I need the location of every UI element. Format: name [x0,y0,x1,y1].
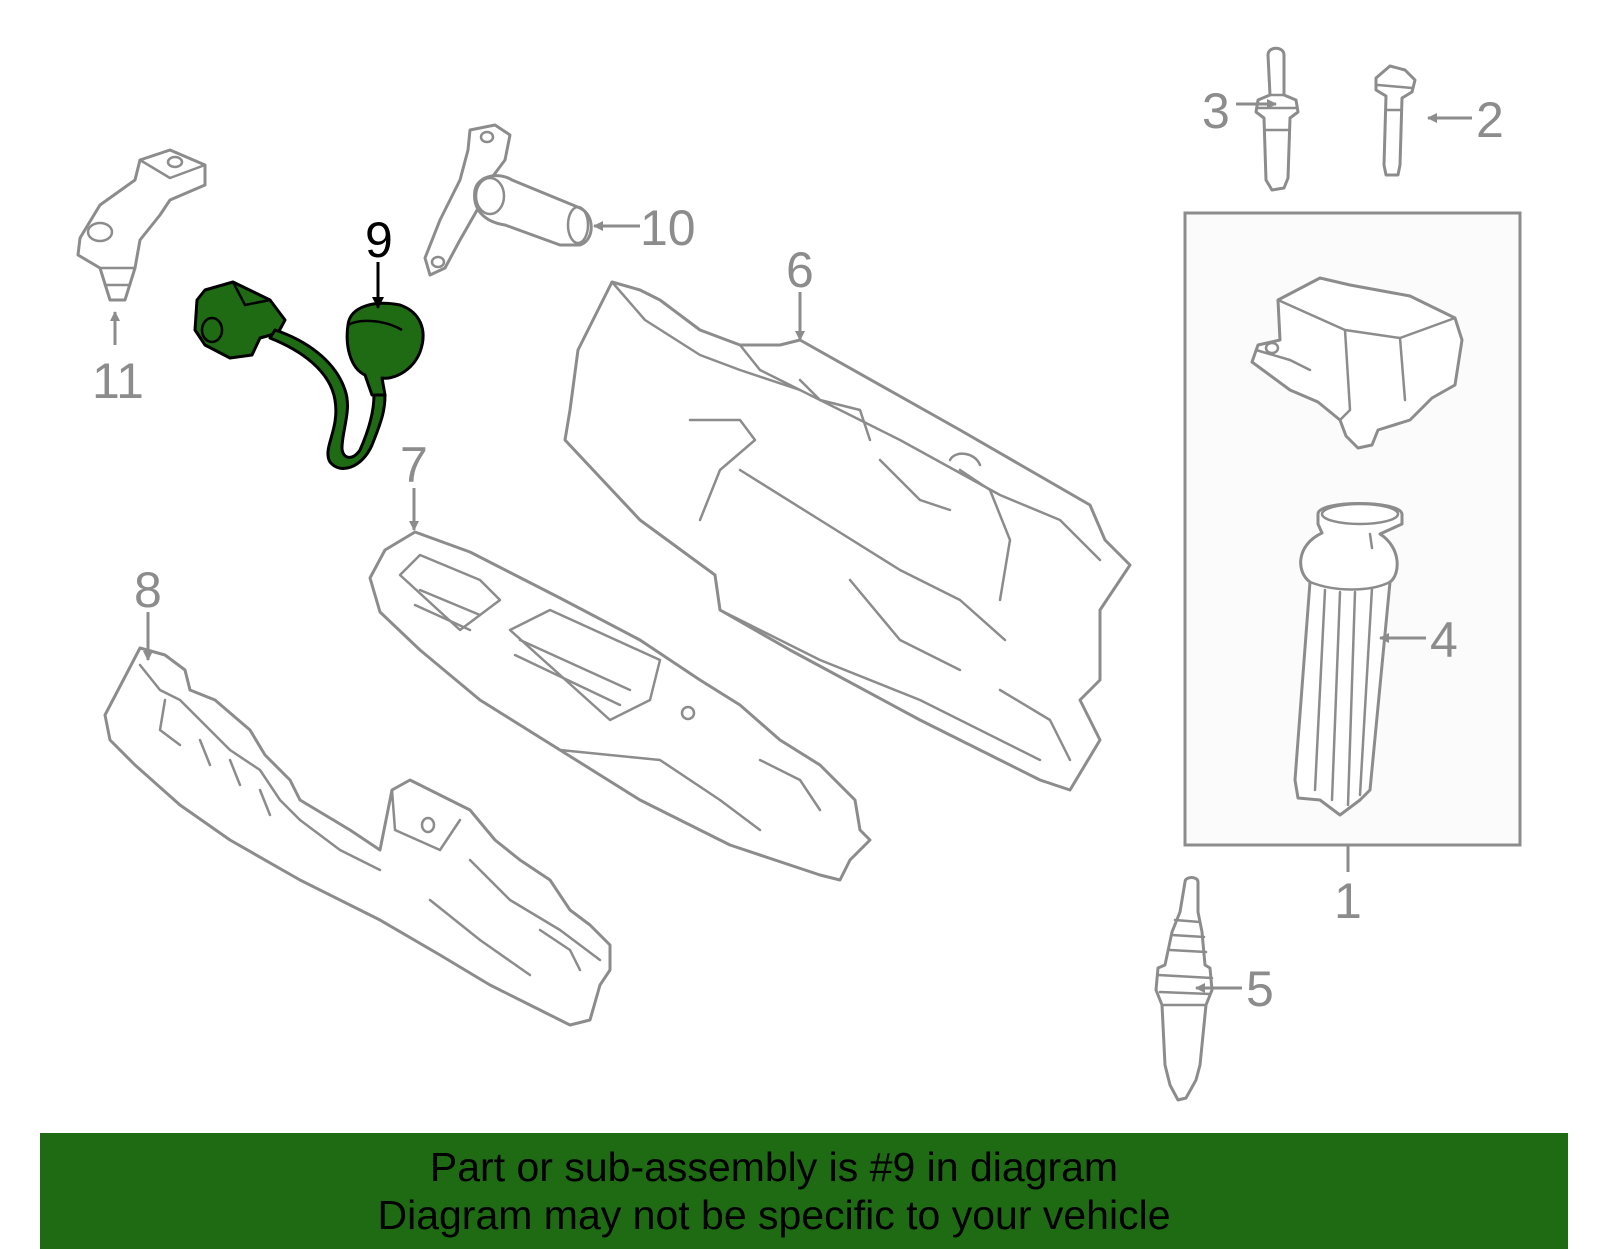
callout-6: 6 [786,242,814,298]
callout-9: 9 [365,212,393,268]
part-9-knock-sensor[interactable] [193,280,425,470]
callout-11: 11 [92,353,144,409]
banner-line-2: Diagram may not be specific to your vehi… [377,1192,1171,1238]
callout-8: 8 [134,562,162,618]
part-3-stud[interactable] [1254,46,1300,192]
callout-1: 1 [1334,873,1362,929]
callout-10: 10 [640,200,696,256]
banner-line-1: Part or sub-assembly is #9 in diagram [429,1144,1119,1190]
part-4-coil-boot[interactable] [1293,502,1404,817]
part-1-ignition-coil-head[interactable] [1250,276,1464,450]
callout-3: 3 [1202,83,1230,139]
part-7-cover[interactable] [368,530,872,882]
callout-4: 4 [1430,612,1458,668]
info-banner: Part or sub-assembly is #9 in diagram Di… [40,1133,1568,1249]
part-11-sensor[interactable] [76,148,207,302]
part-2-bolt[interactable] [1374,64,1417,177]
callout-2: 2 [1476,92,1504,148]
part-8-bracket[interactable] [103,646,612,1027]
part-6-engine-cover[interactable] [563,280,1132,792]
callout-7: 7 [400,437,428,493]
part-5-spark-plug[interactable] [1154,876,1214,1102]
callout-5: 5 [1246,961,1274,1017]
part-10-sensor[interactable] [423,123,593,277]
